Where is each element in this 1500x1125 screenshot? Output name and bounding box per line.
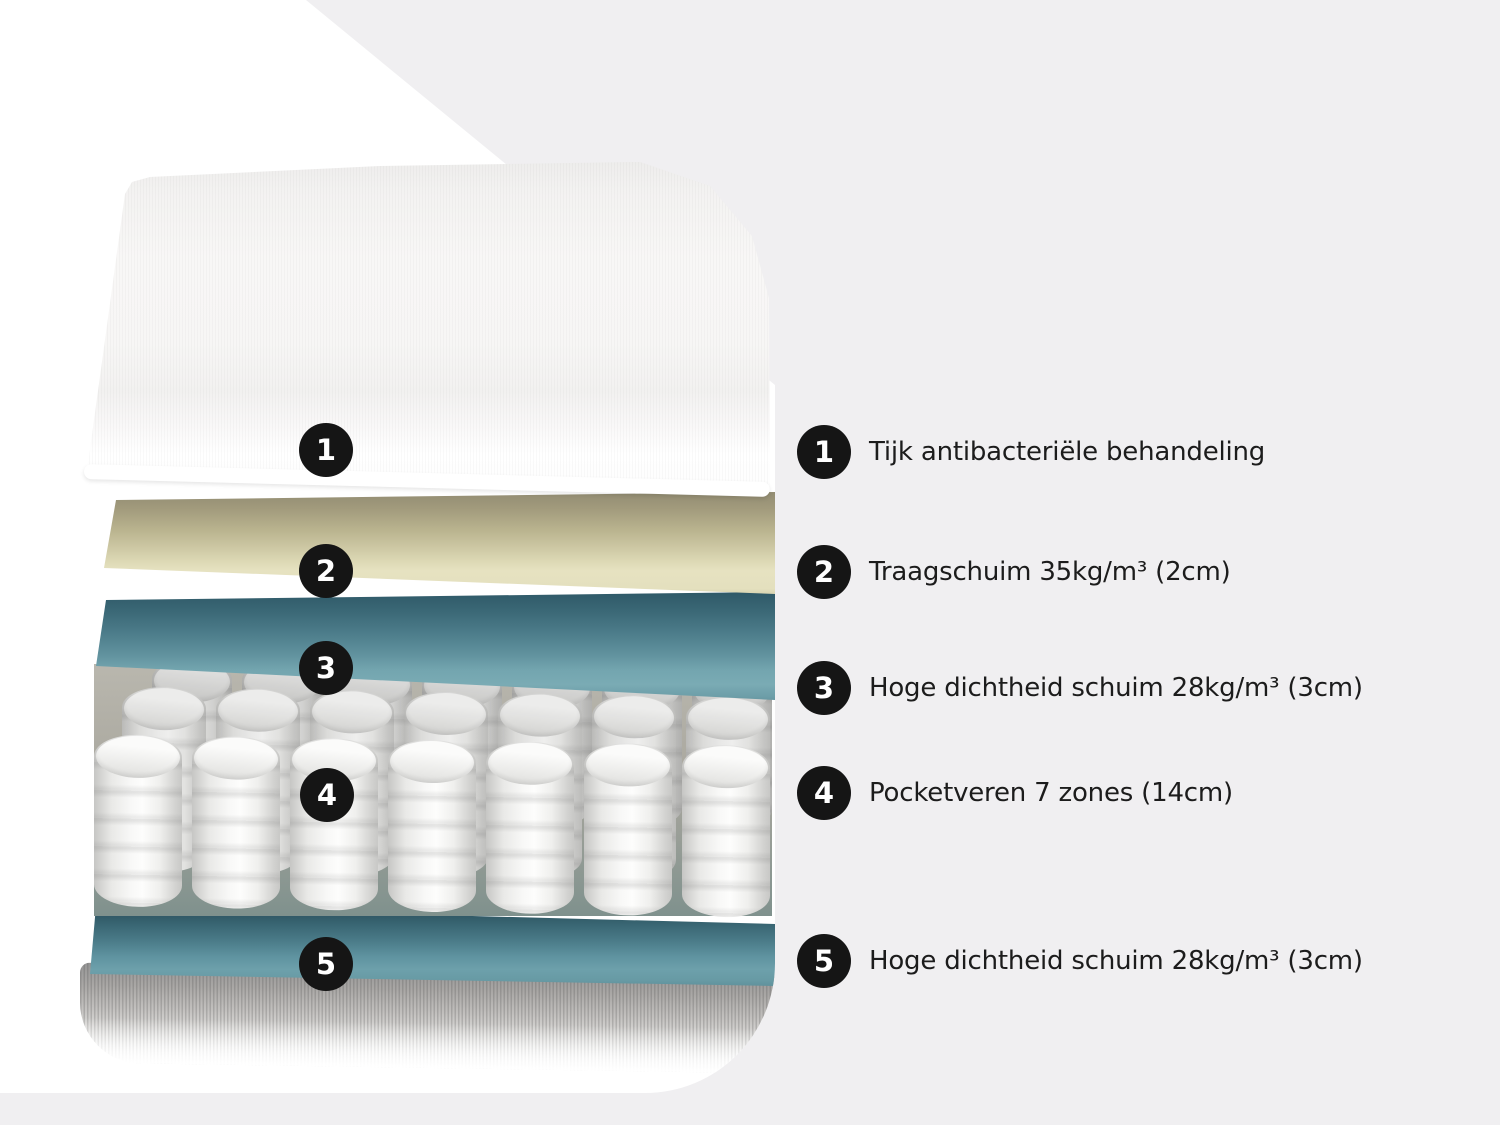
legend-row-5: 5 Hoge dichtheid schuim 28kg/m³ (3cm)	[797, 934, 1363, 988]
spring-coil	[584, 742, 672, 917]
legend-row-2: 2 Traagschuim 35kg/m³ (2cm)	[797, 545, 1231, 599]
legend-badge-3: 3	[797, 661, 851, 715]
layer-marker-1: 1	[299, 423, 353, 477]
spring-coil	[94, 734, 182, 908]
legend-badge-5: 5	[797, 934, 851, 988]
pocket-springs-front-row	[94, 734, 770, 918]
spring-coil	[486, 740, 574, 915]
spring-coil	[192, 735, 280, 910]
layer-badge-4: 4	[300, 768, 354, 822]
layer-badge-5: 5	[299, 937, 353, 991]
legend-row-3: 3 Hoge dichtheid schuim 28kg/m³ (3cm)	[797, 661, 1363, 715]
layer-marker-2: 2	[299, 544, 353, 598]
legend-badge-1: 1	[797, 425, 851, 479]
layer-badge-1: 1	[299, 423, 353, 477]
layer-badge-2: 2	[299, 544, 353, 598]
memory-foam-layer	[104, 492, 775, 594]
legend-label-1: Tijk antibacteriële behandeling	[869, 437, 1266, 467]
layer-marker-3: 3	[299, 641, 353, 695]
spring-coil	[682, 744, 770, 918]
legend-label-4: Pocketveren 7 zones (14cm)	[869, 778, 1233, 808]
product-image-panel: 1 2 3 4 5	[0, 0, 775, 1093]
legend-row-4: 4 Pocketveren 7 zones (14cm)	[797, 766, 1233, 820]
mattress-cutaway-figure	[0, 0, 775, 1093]
spring-coil	[388, 739, 476, 913]
layer-marker-5: 5	[299, 937, 353, 991]
legend-label-5: Hoge dichtheid schuim 28kg/m³ (3cm)	[869, 946, 1363, 976]
legend-badge-4: 4	[797, 766, 851, 820]
layer-badge-3: 3	[299, 641, 353, 695]
spring-coil	[290, 737, 378, 912]
legend-badge-2: 2	[797, 545, 851, 599]
mattress-cover-layer	[88, 162, 770, 489]
legend-row-1: 1 Tijk antibacteriële behandeling	[797, 425, 1265, 479]
legend-label-2: Traagschuim 35kg/m³ (2cm)	[869, 557, 1231, 587]
layer-marker-4: 4	[300, 768, 354, 822]
legend-label-3: Hoge dichtheid schuim 28kg/m³ (3cm)	[869, 673, 1363, 703]
